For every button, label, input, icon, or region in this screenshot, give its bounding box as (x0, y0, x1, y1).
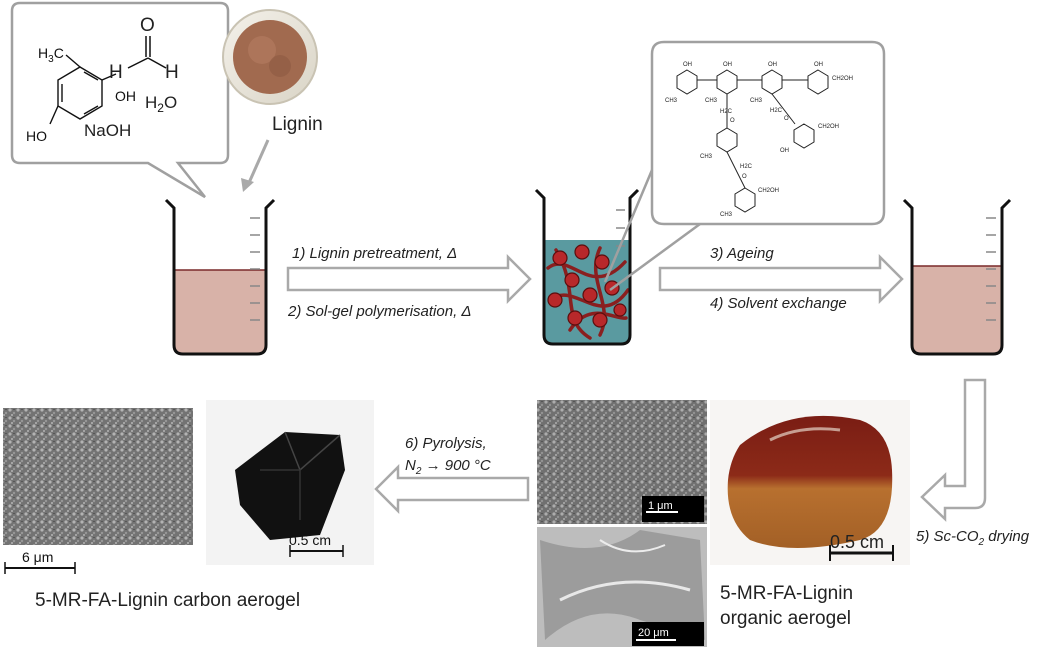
step6-line2: N2 → 900 °C (405, 457, 491, 477)
lignin-powder-dish (222, 9, 318, 105)
organic-sem-bottom-scale-label: 20 μm (638, 627, 669, 639)
step2-label: 2) Sol-gel polymerisation, Δ (287, 303, 471, 320)
step6-line1: 6) Pyrolysis, (405, 435, 487, 452)
carbon-sem-scale-label: 6 μm (22, 549, 53, 565)
water-label: H2O (145, 93, 177, 115)
step5-label: 5) Sc-CO2 drying (916, 528, 1030, 548)
svg-text:CH2OH: CH2OH (758, 188, 779, 194)
beaker-exchanged (902, 198, 1012, 356)
step1-label: 1) Lignin pretreatment, Δ (292, 245, 457, 262)
svg-text:CH3: CH3 (705, 98, 718, 104)
svg-text:OH: OH (768, 62, 777, 68)
methylresorcinol-structure (49, 54, 117, 125)
organic-sem-top: 1 μm (537, 400, 707, 524)
arrow-step-6 (374, 463, 530, 515)
beaker-solution (164, 198, 276, 356)
carbon-caption: 5-MR-FA-Lignin carbon aerogel (35, 590, 300, 611)
organic-caption-line1: 5-MR-FA-Lignin (720, 583, 853, 604)
formaldehyde-structure (127, 36, 167, 69)
arrow-step-3-4 (658, 253, 904, 305)
carbon-sem-image (3, 408, 193, 545)
svg-text:CH2OH: CH2OH (818, 124, 839, 130)
lignin-particles (547, 244, 627, 328)
methyl-label: H3C (38, 45, 64, 65)
carbon-aerogel-photo (206, 400, 374, 565)
svg-text:O: O (742, 174, 747, 180)
svg-text:O: O (730, 118, 735, 124)
naoh-label: NaOH (84, 121, 131, 140)
svg-text:O: O (784, 116, 789, 122)
svg-text:CH3: CH3 (720, 212, 733, 218)
polymer-group-labels: OH OH OH OH CH2OH CH3 CH3 CH3 H2C O H2C … (665, 62, 853, 218)
svg-text:H2C: H2C (770, 108, 783, 114)
organic-photo-scale-label: 0.5 cm (830, 532, 884, 552)
reagent-callout-frame (10, 1, 230, 199)
oxygen-label: O (140, 15, 155, 36)
organic-sem-bottom: 20 μm (537, 527, 707, 647)
organic-sem-top-scale-label: 1 μm (648, 500, 673, 512)
organic-aerogel-photo (710, 400, 910, 565)
arrow-step-5 (920, 378, 987, 522)
hydroxyl-label-right: OH (115, 88, 136, 104)
carbon-photo-scale-label: 0.5 cm (289, 532, 331, 548)
svg-text:CH3: CH3 (700, 154, 713, 160)
svg-text:OH: OH (723, 62, 732, 68)
svg-text:H2C: H2C (720, 109, 733, 115)
hydroxyl-label-left: HO (26, 128, 47, 144)
svg-text:OH: OH (683, 62, 692, 68)
hydrogen-right-label: H (165, 62, 179, 83)
svg-text:CH3: CH3 (750, 98, 763, 104)
reagent-callout: H3C OH HO NaOH O H H H2O (10, 1, 230, 199)
svg-text:OH: OH (814, 62, 823, 68)
organic-caption-line2: organic aerogel (720, 608, 851, 629)
lignin-arrow-head (241, 178, 254, 192)
svg-text:CH3: CH3 (665, 98, 678, 104)
step4-label: 4) Solvent exchange (710, 295, 847, 312)
svg-text:H2C: H2C (740, 164, 753, 170)
lignin-label: Lignin (272, 114, 323, 135)
polymer-structure-callout: OH OH OH OH CH2OH CH3 CH3 CH3 H2C O H2C … (603, 40, 886, 292)
polymer-rings (676, 69, 829, 213)
beaker-gel (534, 188, 640, 346)
lignin-arrow (246, 139, 270, 186)
hydrogen-left-label: H (109, 62, 123, 83)
svg-text:CH2OH: CH2OH (832, 76, 853, 82)
arrow-step-1-2 (286, 253, 532, 305)
svg-text:OH: OH (780, 148, 789, 154)
step3-label: 3) Ageing (710, 245, 774, 262)
